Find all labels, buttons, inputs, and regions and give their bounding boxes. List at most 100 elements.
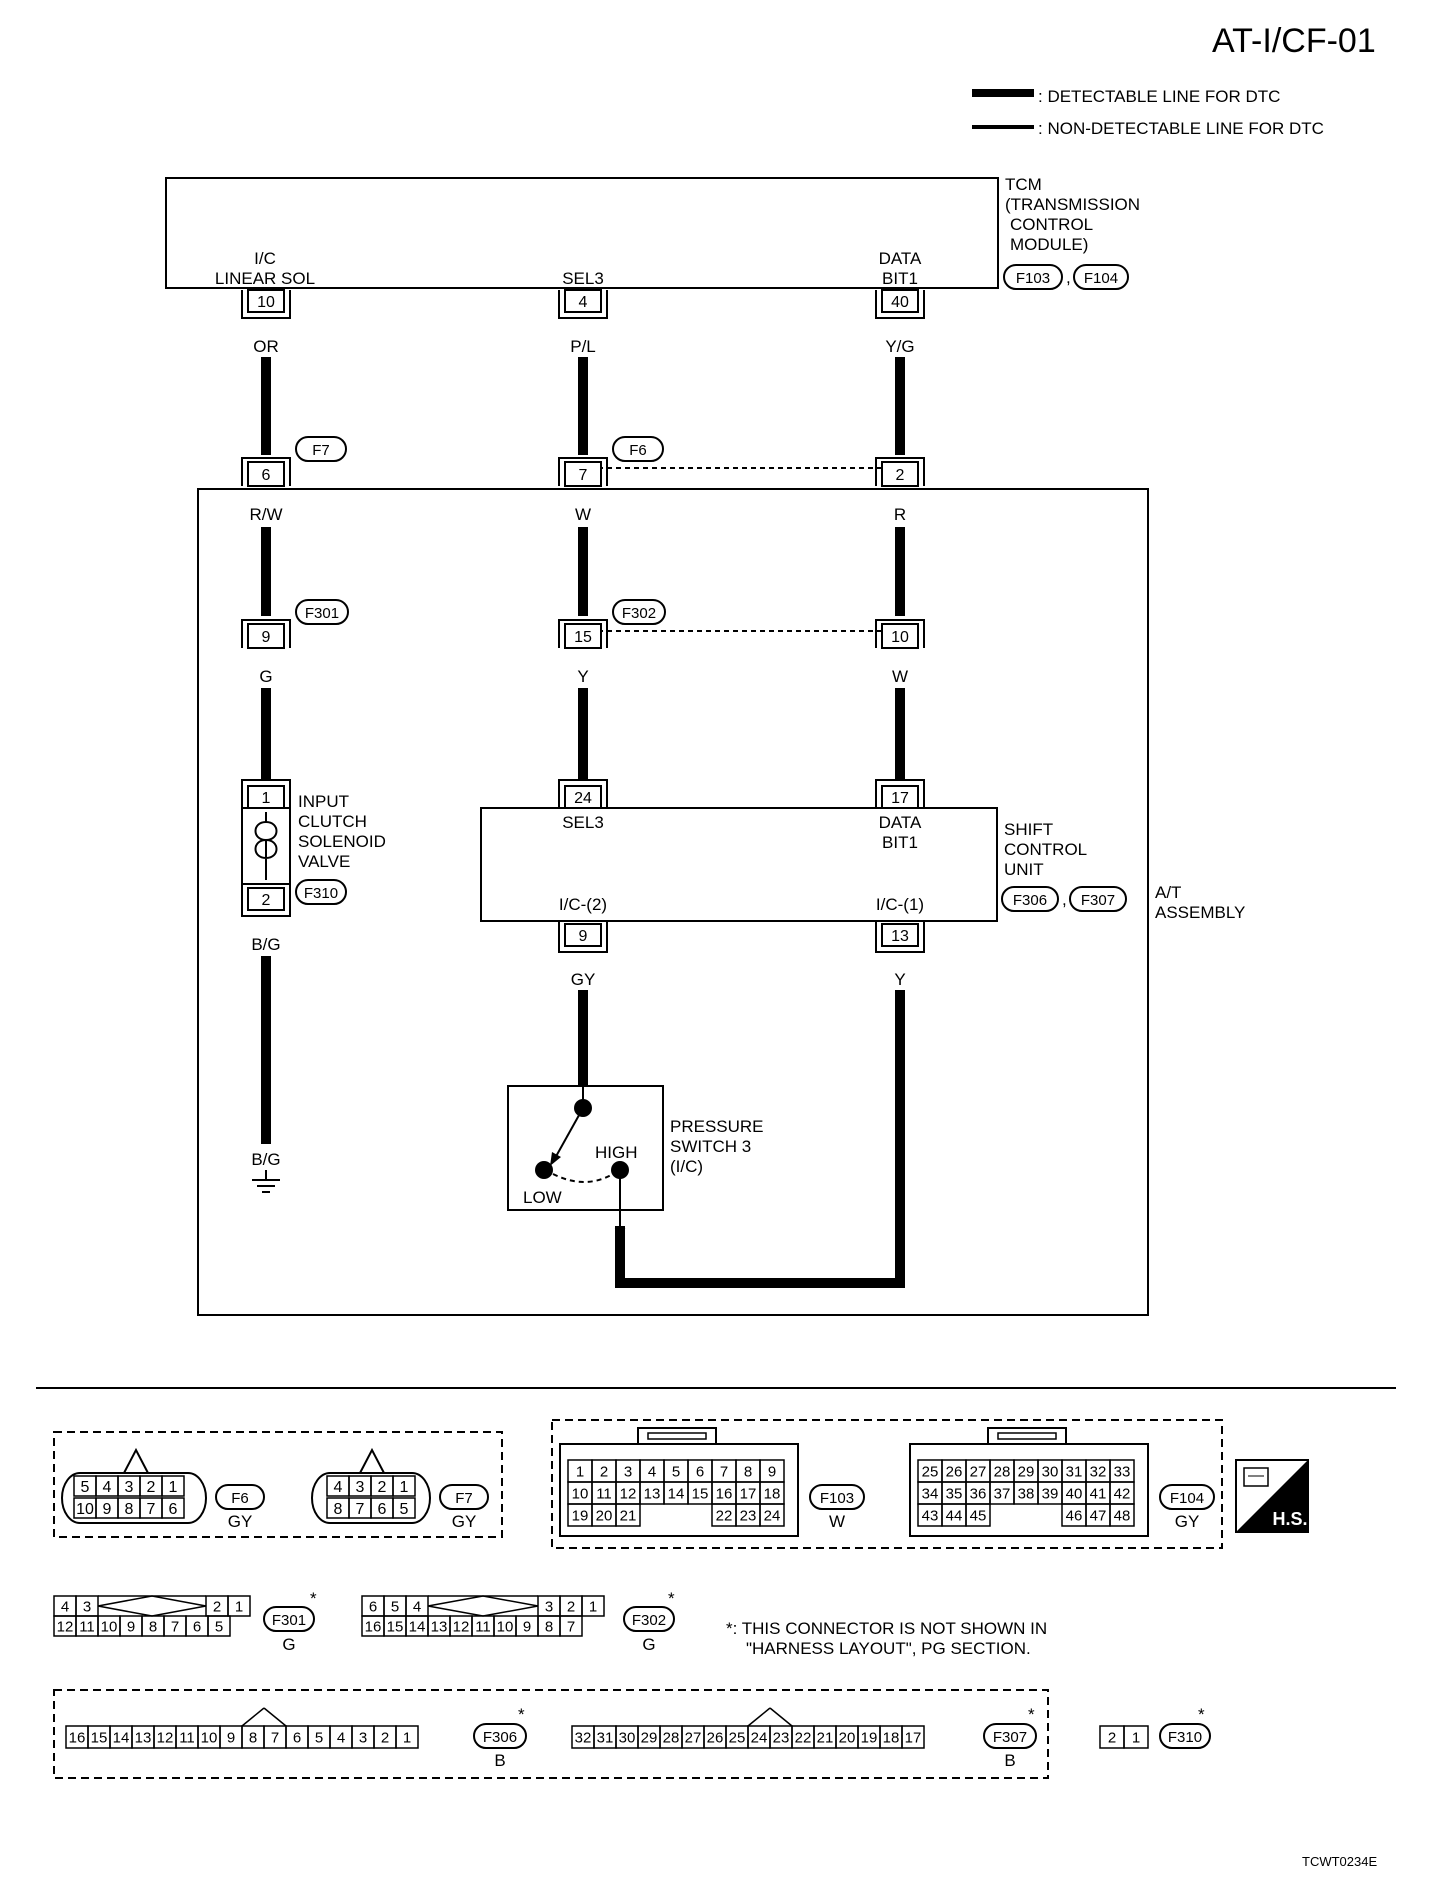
tcm-box	[165, 177, 999, 289]
coil-icon	[254, 812, 278, 880]
tcm-label-1: TCM	[1005, 175, 1042, 194]
f306-tag-label: F306	[483, 1729, 517, 1746]
pin-number: 34	[922, 1485, 939, 1502]
harness-symbol-icon: H.S.	[1235, 1459, 1309, 1533]
key-outline	[769, 1707, 793, 1727]
comma: ,	[1066, 268, 1071, 287]
solenoid-label-2: CLUTCH	[298, 812, 367, 831]
scu-label-1: SHIFT	[1004, 820, 1053, 839]
f6-key	[123, 1447, 149, 1474]
pin-cell	[392, 1475, 416, 1497]
pin-cell	[1109, 1503, 1135, 1527]
f307-star: *	[1028, 1705, 1035, 1724]
pin-box	[564, 461, 602, 487]
conn-f310-tag	[295, 879, 347, 905]
pin-number: 23	[773, 1729, 790, 1746]
conn-f306-tag	[1001, 886, 1059, 912]
junction-f7-f6: 6 F7 7 F6 2	[241, 436, 925, 487]
pin-number: 26	[946, 1463, 963, 1480]
pin-number: 25	[922, 1463, 939, 1480]
pin-number: 4	[103, 1479, 112, 1496]
pin-box	[881, 923, 919, 947]
pin-number: 10	[572, 1485, 589, 1502]
pin-number: 9	[768, 1463, 776, 1480]
key-outline	[97, 1605, 153, 1617]
pin-bracket	[875, 290, 925, 319]
switch-low-label: LOW	[523, 1188, 562, 1207]
pin-label: 2	[896, 467, 905, 484]
pin-number: 30	[1042, 1463, 1059, 1480]
pin-number: 5	[672, 1463, 680, 1480]
conn-f7-label: F7	[312, 442, 330, 459]
pressure-switch-box	[507, 1085, 664, 1211]
pin-number: 3	[359, 1729, 367, 1746]
conn-f301-label: F301	[305, 605, 339, 622]
wire-label-y2: Y	[894, 970, 905, 989]
pin-box	[564, 623, 602, 649]
pin-cell	[227, 1595, 251, 1617]
pin-number: 3	[624, 1463, 632, 1480]
pin-number: 12	[620, 1485, 637, 1502]
scu-term-1: SEL3	[562, 813, 604, 832]
wires	[261, 357, 905, 1288]
tcm-term-1a: I/C	[254, 249, 276, 268]
pin-box	[881, 623, 919, 649]
pin-number: 40	[1066, 1485, 1083, 1502]
f6-tag	[215, 1484, 265, 1510]
conn-f302-tag	[612, 599, 666, 625]
f103-housing	[559, 1443, 799, 1537]
wire-gy	[578, 990, 588, 1086]
pin-number: 3	[356, 1479, 365, 1496]
pin-number: 26	[707, 1729, 724, 1746]
pin-label: 10	[891, 629, 909, 646]
pin-number: 6	[293, 1729, 301, 1746]
pin-number: 17	[905, 1729, 922, 1746]
pin-box	[247, 887, 285, 911]
shift-control-unit: 24 17 SEL3 DATA BIT1 I/C-(2) I/C-(1) SHI…	[480, 779, 1127, 953]
pin-number: 11	[596, 1485, 612, 1502]
pin-number: 6	[169, 1501, 178, 1518]
pin-number: 7	[271, 1729, 279, 1746]
pin-number: 5	[215, 1618, 223, 1635]
wire-label-bg2: B/G	[251, 1150, 280, 1169]
pin-number: 29	[641, 1729, 658, 1746]
pin-number: 2	[213, 1598, 221, 1615]
switch-arm	[553, 1107, 584, 1161]
switch-dashed-link	[552, 1173, 614, 1183]
pin-number: 4	[334, 1479, 343, 1496]
key-outline	[747, 1707, 771, 1727]
pin-label: 10	[257, 294, 275, 311]
wire-yg	[895, 357, 905, 455]
at-assembly-box	[197, 488, 1149, 1316]
comma: ,	[1062, 890, 1067, 909]
tcm-term-3a: DATA	[879, 249, 922, 268]
pin-number: 44	[946, 1507, 963, 1524]
pin-number: 8	[744, 1463, 752, 1480]
wire-y3	[615, 1226, 625, 1288]
pin-cell	[615, 1503, 641, 1527]
f301-tag-label: F301	[272, 1612, 306, 1629]
pin-number: 48	[1114, 1507, 1131, 1524]
tcm-label-2: (TRANSMISSION	[1005, 195, 1140, 214]
f307-color: B	[1004, 1751, 1015, 1770]
conn-f307-label: F307	[1081, 892, 1115, 909]
wire-g	[261, 688, 271, 781]
tcm-pins: 10 4 40	[241, 289, 925, 319]
pin-label: 6	[262, 467, 271, 484]
pin-number: 1	[589, 1598, 597, 1615]
f306-star: *	[518, 1705, 525, 1724]
bracket	[875, 921, 925, 953]
tcm-term-2: SEL3	[562, 269, 604, 288]
tcm-conn-f104-label: F104	[1084, 270, 1118, 287]
key-outline	[482, 1595, 539, 1607]
pin-label: 13	[891, 928, 909, 945]
key-outline	[97, 1595, 153, 1607]
pin-label: 7	[579, 467, 588, 484]
pin-number: 5	[391, 1598, 399, 1615]
pin-number: 5	[315, 1729, 323, 1746]
bracket	[558, 779, 608, 808]
